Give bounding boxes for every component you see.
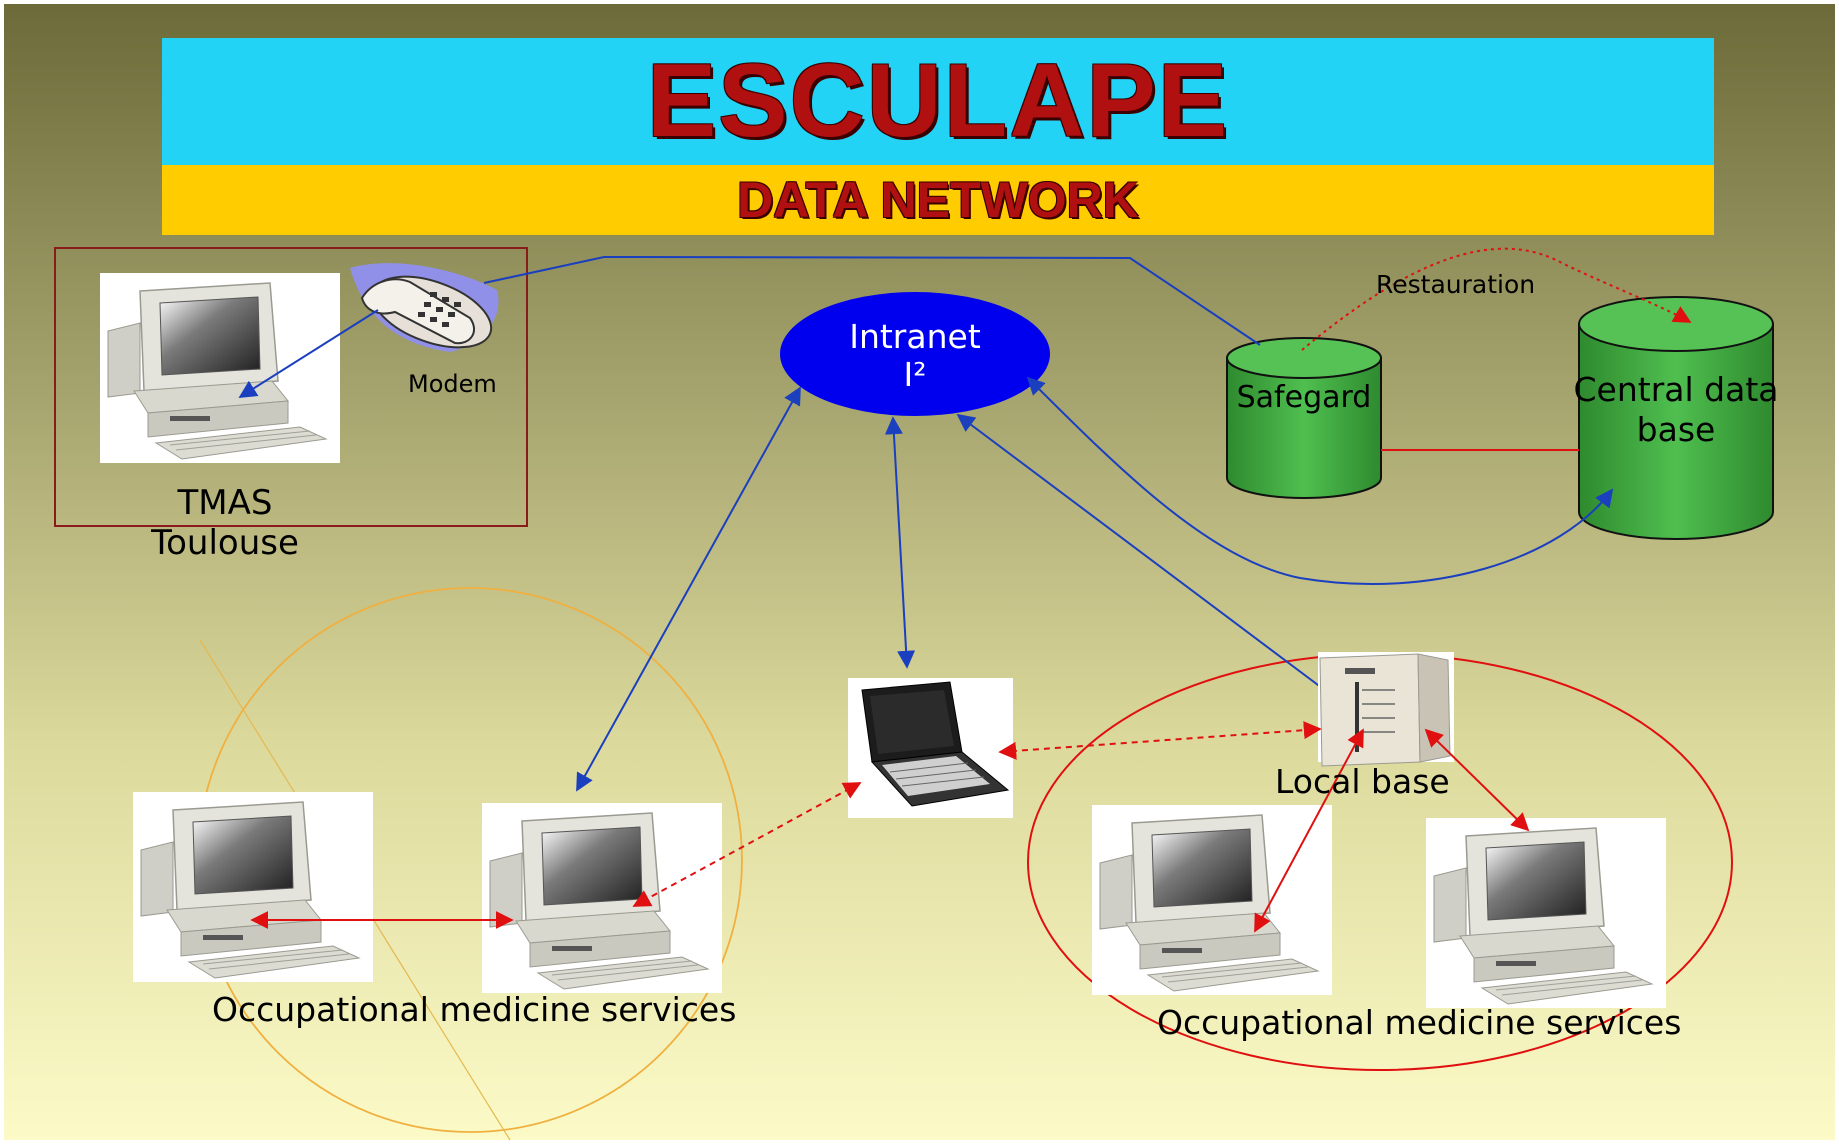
intranet-node <box>780 292 1050 416</box>
restauration-link <box>1301 247 1692 351</box>
intranet-central-link <box>1026 376 1614 585</box>
modem-computer-link <box>238 309 379 398</box>
server-tower-icon <box>1318 652 1454 767</box>
intranet-left-services-link <box>576 386 801 792</box>
central-db-label-line1: Central data <box>1573 370 1779 409</box>
right-desktop-2-icon <box>1425 817 1667 1009</box>
right-services-label: Occupational medicine services <box>1157 1003 1682 1042</box>
tmas-box <box>54 247 528 527</box>
modem-safegard-link <box>483 255 1261 346</box>
intranet-laptop-link <box>884 416 916 669</box>
tmas-label: TMAS Toulouse <box>100 483 350 563</box>
intranet-label-line1: Intranet <box>849 317 981 356</box>
central-db-label: Central data base <box>1556 370 1796 450</box>
localbase-right-desktop1-link <box>1254 728 1364 933</box>
page-subtitle: DATA NETWORK <box>737 172 1139 228</box>
right-desktop-1-icon <box>1091 804 1333 996</box>
page-title: ESCULAPE <box>646 43 1230 159</box>
telephone-modem-icon <box>350 263 499 352</box>
central-db-label-line2: base <box>1636 410 1716 449</box>
intranet-label: Intranet I² <box>790 318 1040 394</box>
subtitle-banner <box>162 165 1714 235</box>
title-banner <box>162 38 1714 165</box>
intranet-label-line2: I² <box>903 355 927 394</box>
localbase-right-desktop2-link <box>1424 728 1530 832</box>
local-base-label: Local base <box>1275 762 1450 801</box>
left-desktop-2-icon <box>481 802 723 994</box>
modem-label: Modem <box>408 370 497 398</box>
central-database-icon <box>1578 296 1774 540</box>
tmas-label-line2: Toulouse <box>151 523 299 563</box>
left-services-label: Occupational medicine services <box>212 990 737 1029</box>
tmas-desktop-icon <box>99 272 341 464</box>
tmas-label-line1: TMAS <box>177 483 273 523</box>
intranet-localbase-link <box>956 413 1323 689</box>
left-desktop-1-icon <box>132 791 374 983</box>
laptop-icon <box>848 678 1013 818</box>
safegard-database-icon <box>1226 337 1382 499</box>
safegard-label: Safegard <box>1236 380 1372 415</box>
laptop-left-desktop-link <box>632 782 862 907</box>
restauration-label: Restauration <box>1376 270 1536 299</box>
